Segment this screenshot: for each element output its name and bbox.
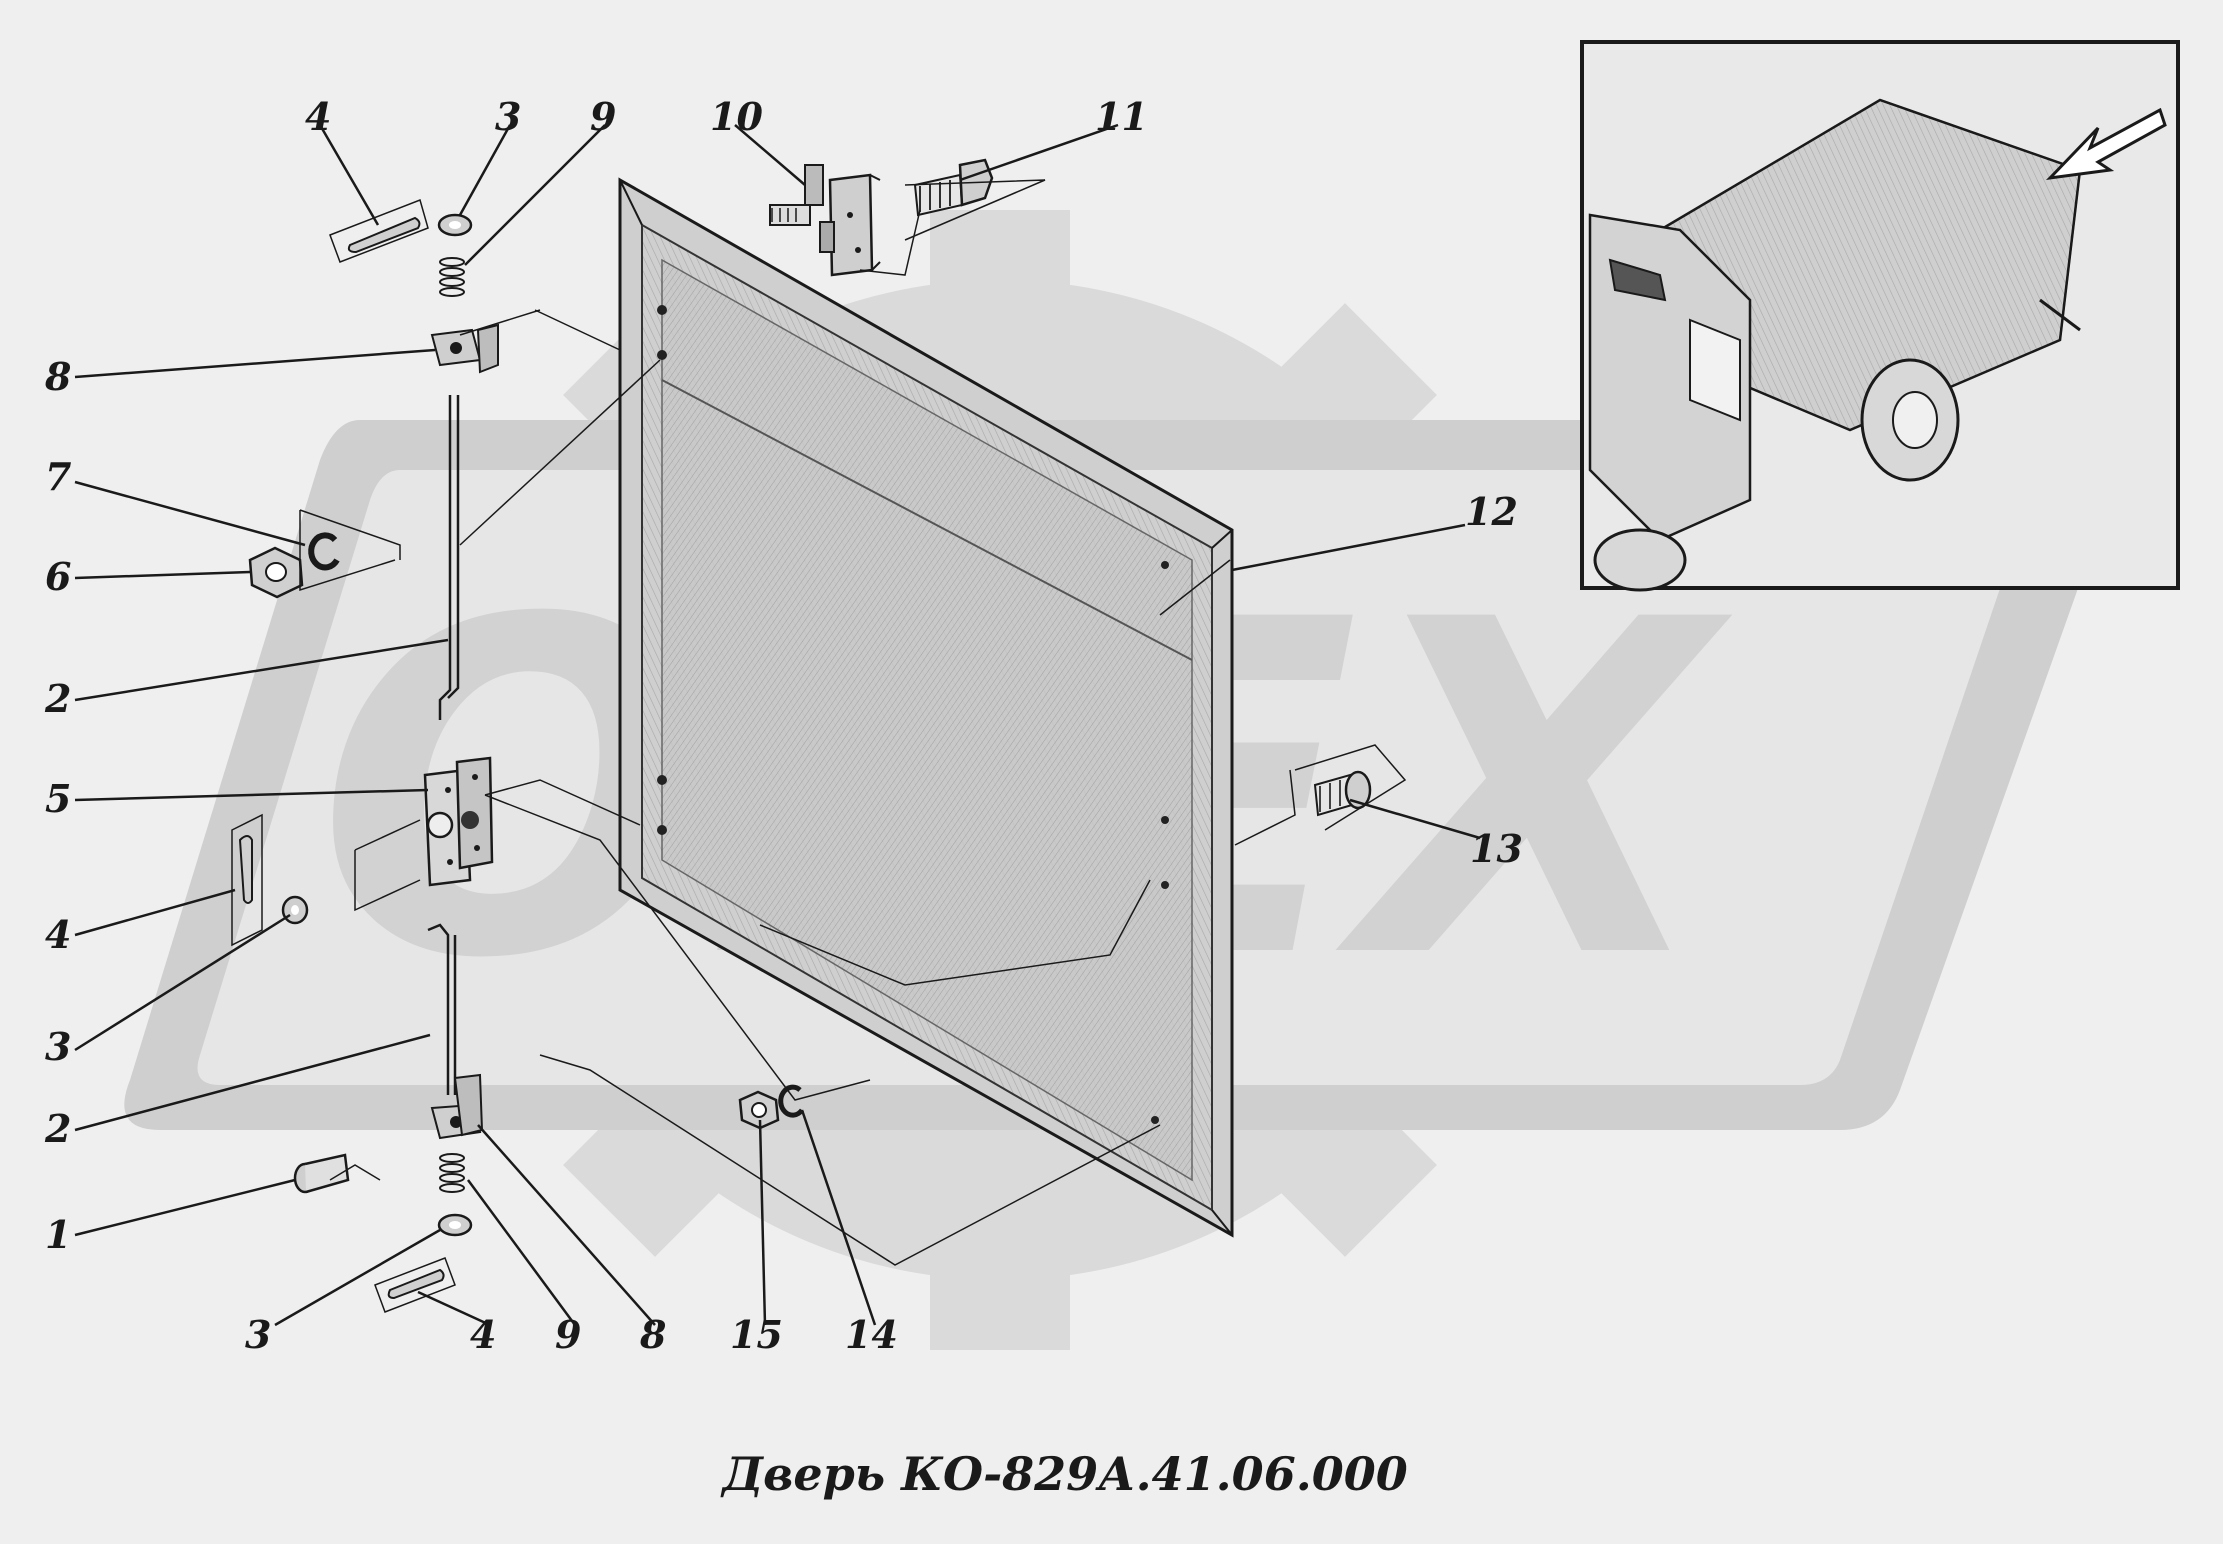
callout-8-top: 8 xyxy=(44,354,71,399)
callout-5: 5 xyxy=(45,776,71,821)
spring-9-bottom xyxy=(439,1153,465,1193)
callout-9-top: 9 xyxy=(590,94,616,139)
lower-bracket xyxy=(430,1073,484,1140)
callouts: 4 3 9 10 11 8 7 6 2 5 4 3 2 1 3 4 9 8 15… xyxy=(44,94,1523,1357)
callout-6: 6 xyxy=(45,554,71,599)
spring-9-top xyxy=(439,257,465,297)
lower-rod xyxy=(427,923,457,1095)
inset-truck-view xyxy=(1580,40,2180,592)
callout-3-bottom: 3 xyxy=(245,1312,271,1357)
callout-3-mid: 3 xyxy=(45,1024,71,1069)
nut-15 xyxy=(738,1090,780,1130)
callout-9-bottom: 9 xyxy=(555,1312,581,1357)
lock-assembly xyxy=(423,756,494,887)
callout-4-mid: 4 xyxy=(45,912,71,957)
callout-4-bottom: 4 xyxy=(470,1312,496,1357)
door-panel xyxy=(618,177,1234,1238)
callout-7: 7 xyxy=(45,454,71,499)
nut-6 xyxy=(248,546,304,599)
upper-rod xyxy=(438,395,460,720)
hinge-assembly xyxy=(769,164,881,277)
diagram-caption: Дверь КО-829А.41.06.000 xyxy=(720,1447,1408,1501)
callout-12: 12 xyxy=(1465,489,1518,534)
washer-3-bottom xyxy=(437,1213,473,1237)
callout-2-bottom: 2 xyxy=(44,1106,71,1151)
callout-14: 14 xyxy=(845,1312,898,1357)
callout-3-top: 3 xyxy=(495,94,521,139)
bolt-11 xyxy=(913,158,994,217)
callout-4-top: 4 xyxy=(305,94,331,139)
rivet-1 xyxy=(293,1153,350,1194)
callout-1: 1 xyxy=(45,1212,71,1257)
callout-13: 13 xyxy=(1470,826,1523,871)
lock-washer-7 xyxy=(308,532,340,571)
cotter-pin-4-top xyxy=(329,199,429,263)
callout-11: 11 xyxy=(1095,94,1148,139)
lock-washer-14 xyxy=(778,1084,805,1118)
washer-3-top xyxy=(437,213,473,237)
leader-lines xyxy=(74,123,1481,1327)
callout-15: 15 xyxy=(730,1312,783,1357)
callout-10: 10 xyxy=(710,94,763,139)
bolt-13 xyxy=(1313,770,1372,817)
callout-2-top: 2 xyxy=(44,676,71,721)
callout-8-bottom: 8 xyxy=(639,1312,666,1357)
washer-3-mid xyxy=(281,895,309,925)
cotter-pin-4-mid xyxy=(231,813,263,947)
cotter-pin-4-bottom xyxy=(374,1257,456,1313)
upper-bracket xyxy=(430,323,499,374)
